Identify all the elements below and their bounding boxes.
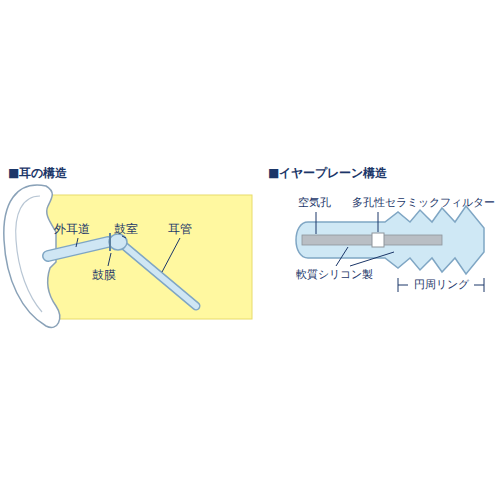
ring-bracket	[398, 278, 484, 292]
ear-canal-outline	[48, 242, 108, 256]
part-label: 鼓膜	[92, 268, 116, 282]
ear-helix	[16, 196, 42, 312]
part-label: 外耳道	[54, 222, 90, 236]
eustachian-tube-outline	[122, 244, 196, 306]
leader-line	[122, 236, 126, 238]
leader-line	[76, 238, 78, 247]
part-label: 鼓室	[114, 222, 138, 236]
part-label: 耳管	[168, 222, 192, 236]
leader-line	[336, 247, 348, 266]
part-label: 空気孔	[298, 196, 331, 210]
earplug-body	[296, 206, 484, 274]
leader-line	[108, 253, 111, 266]
leader-line	[162, 238, 180, 272]
leader-line	[378, 212, 379, 232]
tympanic-cavity	[109, 234, 127, 250]
eustachian-tube	[122, 244, 196, 306]
section-heading: ■耳の構造	[8, 166, 67, 180]
leader-line	[350, 252, 394, 266]
ear-canal	[48, 242, 108, 256]
ceramic-filter	[372, 233, 384, 247]
yellow-panel	[38, 195, 252, 319]
section-heading: ■イヤープレーン構造	[268, 166, 387, 180]
leader-line	[316, 212, 317, 234]
part-label: 軟質シリコン製	[296, 268, 373, 282]
eardrum	[109, 233, 111, 251]
part-label: 多孔性セラミックフィルター	[352, 196, 495, 210]
part-label: 円周リング	[414, 278, 469, 292]
